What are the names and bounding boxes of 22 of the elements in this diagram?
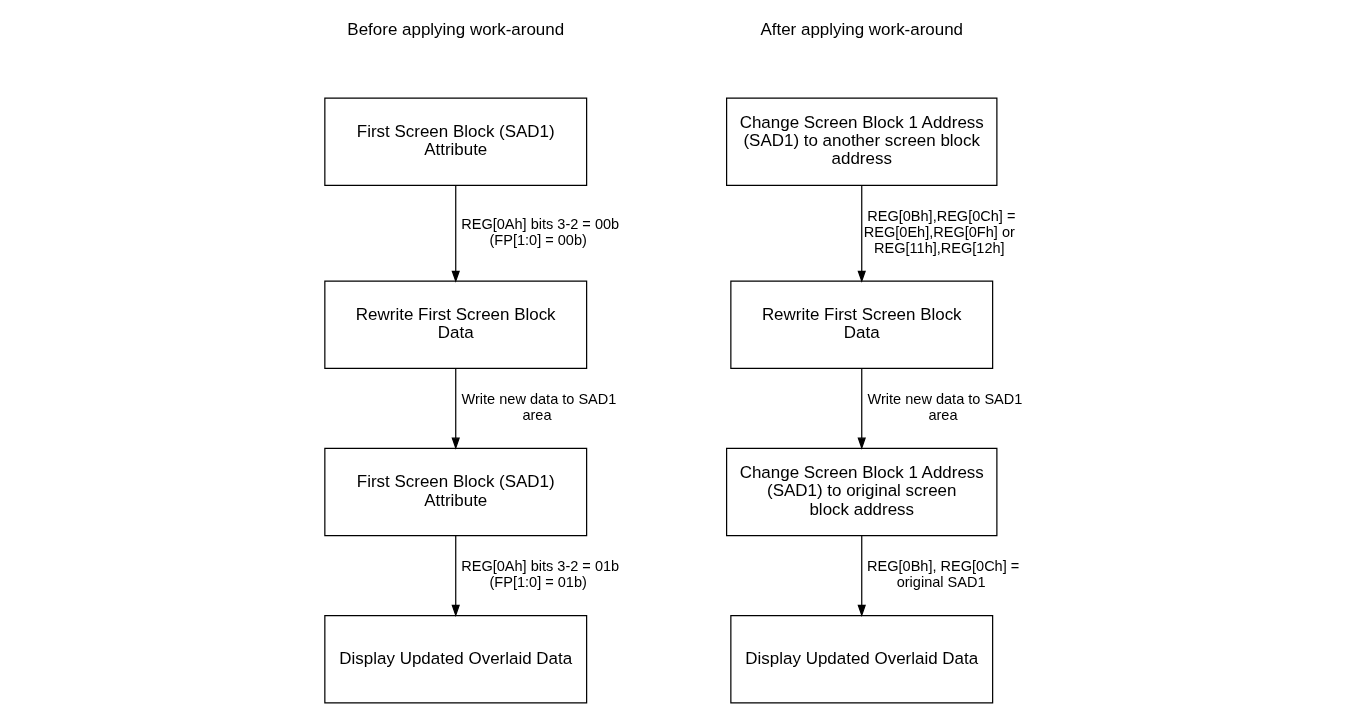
edge-label: REG[0Ah] bits 3-2 = 00b (FP[1:0] = 00b) (461, 216, 620, 248)
node-box: Display Updated Overlaid Data (730, 614, 994, 704)
node-box: Display Updated Overlaid Data (324, 614, 588, 704)
arrow (451, 367, 460, 450)
arrow (857, 534, 866, 617)
node-box: First Screen Block (SAD1) Attribute (324, 97, 588, 186)
edge-label: REG[0Ah] bits 3-2 = 01b (FP[1:0] = 01b) (461, 558, 620, 591)
node-box: Rewrite First Screen Block Data (730, 280, 994, 369)
node-box: First Screen Block (SAD1) Attribute (324, 447, 588, 537)
edge-label: REG[0Bh],REG[0Ch] = REG[0Eh],REG[0Fh] or REG[11h],REG[12h] (863, 208, 1016, 256)
arrow (451, 185, 460, 283)
edge-label: Write new data to SAD1 area (461, 391, 617, 423)
node-box: Change Screen Block 1 Address (SAD1) to another screen block address (726, 97, 998, 186)
edge-label: REG[0Bh], REG[0Ch] = original SAD1 (867, 558, 1020, 591)
label: After applying work-around (760, 20, 964, 40)
edge-label: Write new data to SAD1 area (867, 391, 1023, 423)
node-box: Rewrite First Screen Block Data (324, 280, 588, 369)
arrow (451, 534, 460, 617)
arrow (857, 367, 866, 450)
label: Before applying work-around (347, 20, 565, 40)
arrow (857, 185, 866, 283)
node-box: Change Screen Block 1 Address (SAD1) to original screen block address (726, 447, 998, 537)
